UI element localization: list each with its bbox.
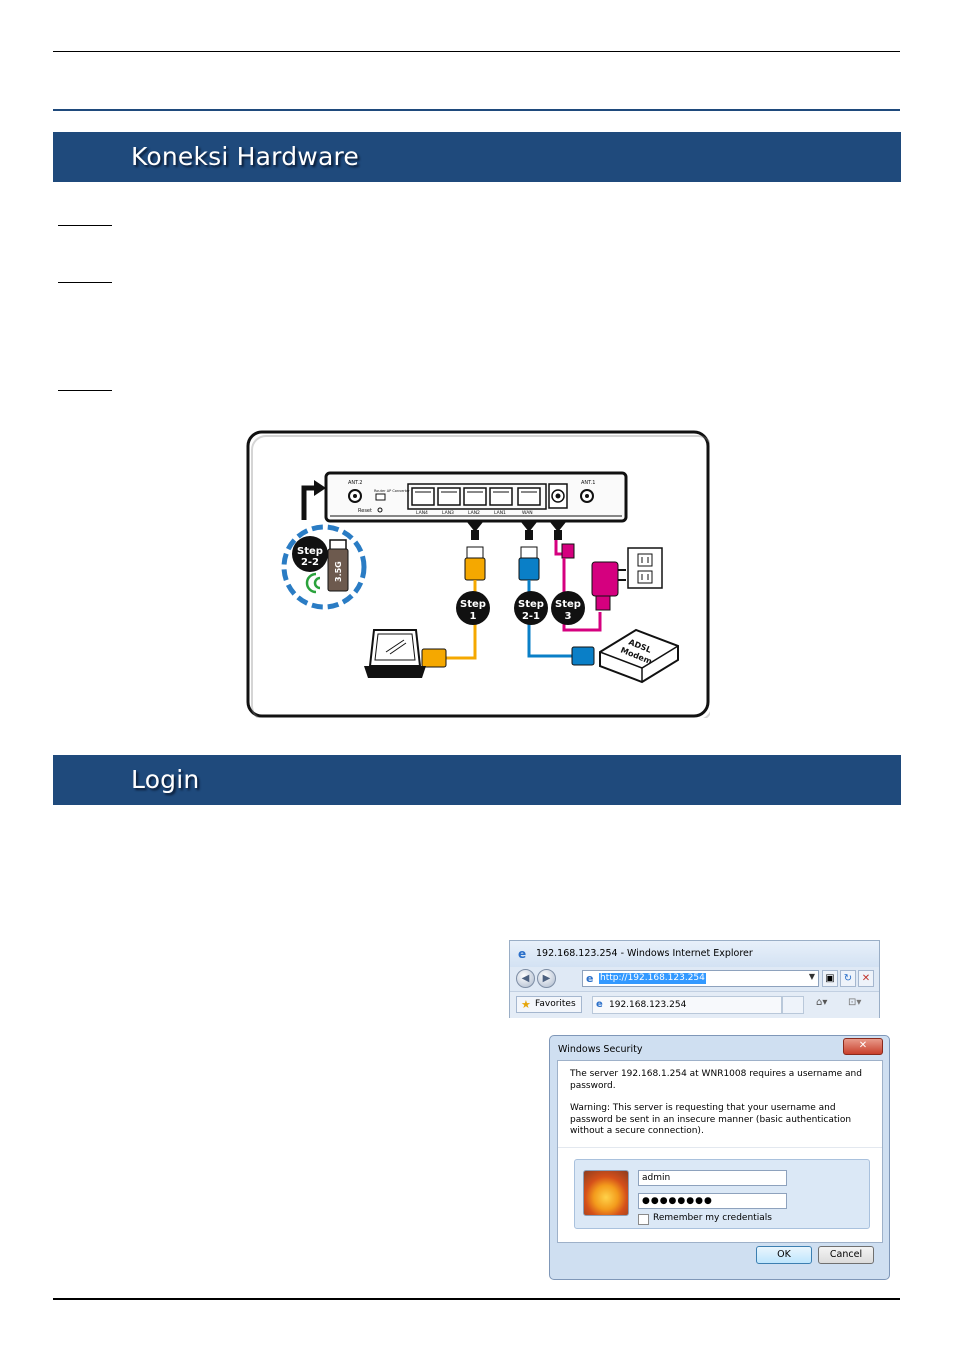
compat-view-icon[interactable]: ▣	[822, 970, 838, 987]
label-reset: Reset	[358, 508, 372, 514]
dialog-title: Windows Security	[558, 1044, 642, 1055]
step-underline-1	[58, 225, 112, 226]
dialog-body: The server 192.168.1.254 at WNR1008 requ…	[557, 1060, 883, 1243]
address-text: http://192.168.123.254	[599, 973, 706, 984]
step-2-1-badge: Step 2-1	[514, 591, 548, 625]
chevron-down-icon[interactable]: ▼	[809, 972, 815, 981]
hardware-connection-diagram: ANT.2 ANT.1 Reset Router AP Converter LA…	[246, 430, 710, 718]
ethernet-ports	[412, 488, 540, 505]
label-mode-switch: Router AP Converter	[374, 489, 410, 493]
svg-text:Step: Step	[518, 599, 544, 610]
router-back-panel: ANT.2 ANT.1 Reset Router AP Converter LA…	[326, 473, 626, 521]
password-field[interactable]: ●●●●●●●●	[638, 1193, 787, 1209]
svg-text:Step: Step	[460, 599, 486, 610]
header-rule	[53, 51, 900, 52]
svg-text:2-1: 2-1	[522, 611, 540, 622]
divider	[558, 1147, 882, 1148]
ok-button[interactable]: OK	[756, 1246, 812, 1264]
ie-page-icon: e	[586, 973, 598, 984]
svg-text:Step: Step	[555, 599, 581, 610]
usb-label: 3.5G	[334, 561, 343, 582]
svg-text:1: 1	[470, 611, 477, 622]
label-ant1: ANT.1	[581, 480, 595, 486]
label-lan3: LAN3	[442, 510, 454, 516]
tab-label: 192.168.123.254	[609, 1000, 686, 1010]
remember-checkbox[interactable]	[638, 1214, 649, 1225]
refresh-icon[interactable]: ↻	[840, 970, 856, 987]
label-ant2: ANT.2	[348, 480, 362, 486]
browser-tab[interactable]: e 192.168.123.254	[592, 996, 782, 1014]
ie-tab-icon: e	[596, 997, 603, 1013]
favorites-button[interactable]: ★ Favorites	[516, 996, 582, 1013]
label-lan2: LAN2	[468, 510, 480, 516]
username-field[interactable]: admin	[638, 1170, 787, 1186]
windows-security-dialog: Windows Security ✕ The server 192.168.1.…	[549, 1035, 890, 1280]
feeds-icon[interactable]: ⊡▾	[848, 997, 861, 1008]
header-rule-blue	[53, 109, 900, 111]
wall-outlet	[628, 548, 662, 588]
step-2-2-dashed-ring	[284, 527, 364, 607]
favorites-bar: ★ Favorites e 192.168.123.254 ⌂▾ ⊡▾	[510, 991, 879, 1018]
step-1-badge: Step 1	[456, 591, 490, 625]
section-title: Login	[131, 765, 199, 794]
footer-rule	[53, 1298, 900, 1300]
browser-window: e 192.168.123.254 - Windows Internet Exp…	[509, 940, 880, 1018]
power-adapter	[592, 562, 618, 596]
section-title: Koneksi Hardware	[131, 142, 359, 171]
forward-icon[interactable]: ▶	[537, 969, 556, 988]
label-wan: WAN	[522, 510, 533, 516]
step-underline-3	[58, 390, 112, 391]
browser-title: 192.168.123.254 - Windows Internet Explo…	[536, 948, 753, 959]
mode-switch	[376, 494, 385, 500]
home-icon[interactable]: ⌂▾	[816, 997, 827, 1008]
cancel-button[interactable]: Cancel	[818, 1246, 874, 1264]
laptop-icon	[364, 630, 426, 678]
usb-3g-dongle: 3.5G	[328, 540, 348, 591]
step-3-badge: Step 3	[551, 591, 585, 625]
step-2-2-line1: Step	[297, 546, 323, 557]
browser-titlebar: e 192.168.123.254 - Windows Internet Exp…	[510, 941, 879, 967]
back-icon[interactable]: ◀	[516, 969, 535, 988]
section-bar-hardware: Koneksi Hardware	[53, 132, 901, 182]
step-underline-2	[58, 282, 112, 283]
ie-logo-icon: e	[518, 948, 530, 960]
label-lan1: LAN1	[494, 510, 506, 516]
address-bar[interactable]: e http://192.168.123.254 ▼	[582, 970, 819, 987]
dialog-message: The server 192.168.1.254 at WNR1008 requ…	[570, 1069, 870, 1092]
favorites-label: Favorites	[535, 999, 576, 1009]
user-avatar	[583, 1170, 629, 1216]
credential-tile: admin ●●●●●●●● Remember my credentials	[574, 1159, 870, 1229]
new-tab-button[interactable]	[782, 996, 804, 1014]
favorites-star-icon: ★	[521, 997, 531, 1012]
section-bar-login: Login	[53, 755, 901, 805]
stop-icon[interactable]: ✕	[858, 970, 874, 987]
svg-text:3: 3	[565, 611, 572, 622]
close-icon[interactable]: ✕	[843, 1038, 883, 1055]
step-2-2-line2: 2-2	[301, 557, 319, 568]
dialog-warning: Warning: This server is requesting that …	[570, 1103, 870, 1138]
remember-label: Remember my credentials	[653, 1213, 772, 1223]
label-lan4: LAN4	[416, 510, 428, 516]
